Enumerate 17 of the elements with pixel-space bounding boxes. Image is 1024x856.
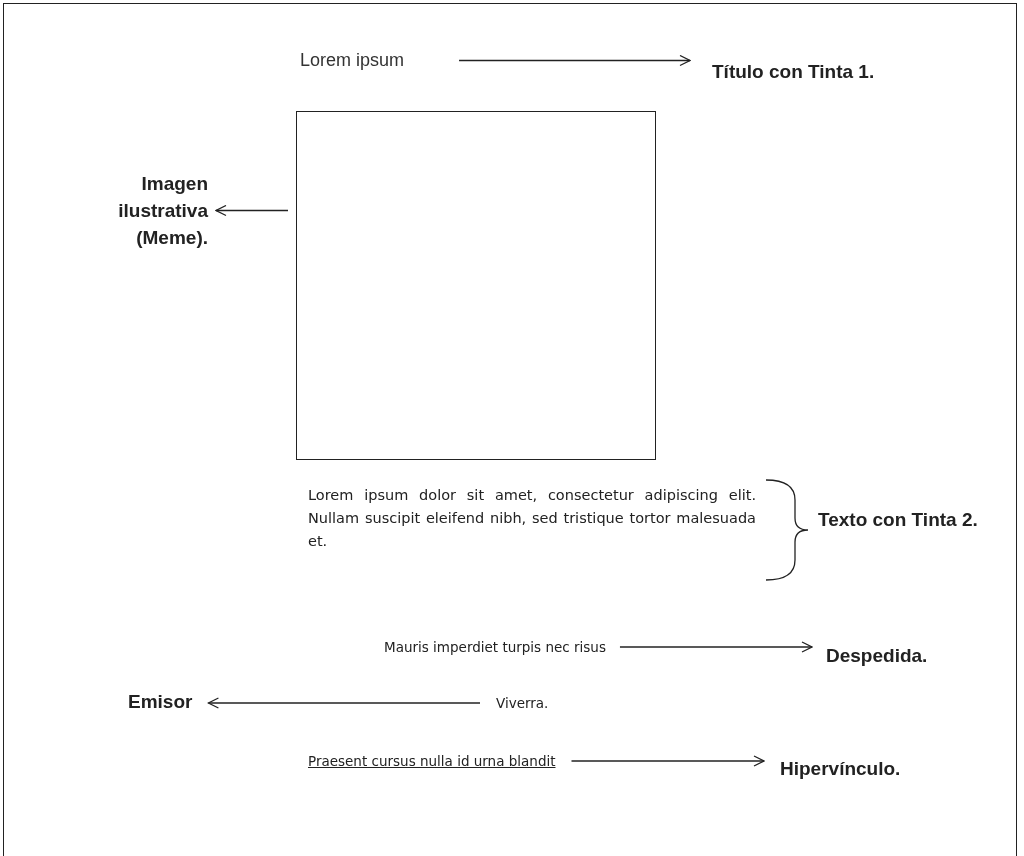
annotation-label: Imagen ilustrativa (Meme). [117,172,208,250]
arrow [215,204,289,217]
annotation-label: Emisor [128,690,193,714]
heading-text: Lorem ipsum [300,50,405,71]
annotation-label: Hipervínculo. [780,757,901,781]
body-text: Mauris imperdiet turpis nec risus [384,639,606,655]
paragraph-text: Lorem ipsum dolor sit amet, consectetur adipiscing elit. Nullam suscipit eleifend nibh, sed tristique tortor malesuada et. [308,486,756,551]
hyperlink-text: Praesent cursus nulla id urna blandit [308,753,556,769]
arrow [458,54,691,67]
arrow [619,641,813,653]
annotation-label: Título con Tinta 1. [712,60,875,84]
arrow [570,755,765,767]
body-text: Viverra. [496,695,549,711]
image-placeholder-box [296,111,656,460]
annotation-label: Texto con Tinta 2. [818,508,978,532]
arrow [207,697,481,709]
annotation-label: Despedida. [826,644,928,668]
